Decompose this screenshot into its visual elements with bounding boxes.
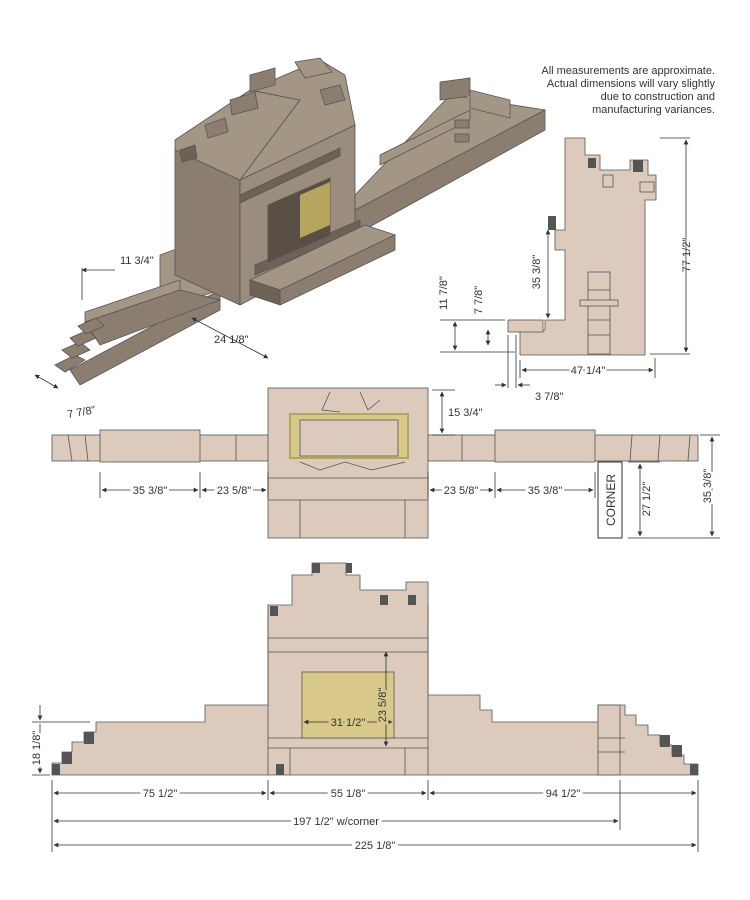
iso-right-wall-step-2 bbox=[469, 89, 511, 119]
side-notch-5 bbox=[639, 181, 655, 193]
plan-dim-right-inner-label: 23 5/8" bbox=[444, 485, 479, 497]
plan-dim-right-outer-label: 35 3/8" bbox=[528, 485, 563, 497]
note-line-3: due to construction and bbox=[601, 91, 715, 103]
iso-firebox-back bbox=[300, 182, 330, 238]
front-dim-left-label: 75 1/2" bbox=[143, 788, 178, 800]
front-notch-2 bbox=[346, 563, 352, 573]
iso-right-end-notch-1 bbox=[454, 119, 470, 129]
iso-crenel-4 bbox=[204, 117, 229, 139]
plan-stone-1 bbox=[321, 391, 341, 413]
front-step-l-1 bbox=[62, 752, 72, 764]
iso-crenel-6 bbox=[179, 144, 198, 163]
note-line-2: Actual dimensions will vary slightly bbox=[547, 78, 716, 90]
side-step bbox=[507, 319, 544, 333]
top-view: CORNER 35 3/8" 23 5/8" 23 5/8" 35 3/8" 1… bbox=[51, 387, 720, 539]
front-notch-5 bbox=[408, 595, 416, 605]
side-dim-step-height-label: 11 7/8" bbox=[438, 276, 450, 310]
iso-crenel-2 bbox=[294, 57, 333, 79]
iso-dim-top-label: 11 3/4" bbox=[120, 255, 154, 267]
front-dim-side-height-label: 18 1/8" bbox=[31, 731, 43, 766]
side-notch-2 bbox=[633, 160, 643, 172]
iso-dim-24-line bbox=[191, 317, 269, 359]
front-corner-block bbox=[597, 704, 621, 776]
iso-crenel-3 bbox=[229, 91, 259, 116]
front-dim-opening-width-label: 31 1/2" bbox=[331, 717, 366, 729]
side-notch-1 bbox=[588, 158, 596, 168]
measurement-note: All measurements are approximate. Actual… bbox=[541, 65, 715, 116]
plan-left-bench bbox=[99, 429, 201, 463]
iso-right-wall-top bbox=[354, 94, 547, 211]
side-view: 77 1/2" 35 3/8" 11 7/8" 7 7/8" 47 1/4" 3… bbox=[438, 137, 693, 403]
front-dim-opening-height-label: 23 5/8" bbox=[377, 688, 389, 723]
plan-dim-corner-depth-label: 27 1/2" bbox=[641, 482, 653, 517]
iso-hearth-side bbox=[249, 279, 281, 306]
front-step-l-2 bbox=[84, 732, 94, 744]
side-dim-base-label: 47 1/4" bbox=[571, 365, 606, 377]
plan-right-bench bbox=[494, 429, 596, 463]
front-dim-total-label: 225 1/8" bbox=[355, 840, 396, 852]
front-notch-7 bbox=[276, 764, 284, 775]
plan-dim-hearth-depth-label: 15 3/4" bbox=[448, 407, 483, 419]
side-notch-3 bbox=[548, 216, 556, 230]
plan-firebox-inner bbox=[299, 419, 399, 457]
side-ladder bbox=[587, 271, 611, 355]
iso-dim-7-line bbox=[34, 374, 59, 389]
plan-seg-5 bbox=[629, 434, 633, 462]
iso-crenel-1 bbox=[249, 67, 276, 93]
front-step-r-2 bbox=[672, 745, 682, 757]
plan-corner-label: CORNER bbox=[604, 474, 618, 526]
side-dim-upper-label: 35 3/8" bbox=[531, 255, 543, 290]
plan-dim-total-depth-label: 35 3/8" bbox=[702, 469, 714, 504]
plan-seg-7 bbox=[687, 434, 691, 462]
iso-right-end-notch-2 bbox=[454, 133, 470, 143]
front-notch-4 bbox=[380, 595, 388, 605]
plan-dim-left-inner-label: 23 5/8" bbox=[217, 485, 252, 497]
side-ledge-plate bbox=[579, 299, 619, 307]
front-dim-w-corner-label: 197 1/2" w/corner bbox=[293, 816, 379, 828]
iso-tower-ledge-1 bbox=[239, 147, 341, 204]
plan-stone-2 bbox=[359, 391, 381, 411]
plan-seg-1 bbox=[67, 434, 73, 462]
front-dim-right-label: 94 1/2" bbox=[546, 788, 581, 800]
side-dim-ledge-label: 7 7/8" bbox=[473, 286, 485, 314]
plan-seg-6 bbox=[657, 434, 661, 462]
front-notch-3 bbox=[270, 606, 278, 616]
plan-corner-piece bbox=[597, 461, 623, 539]
iso-crenel-5 bbox=[319, 84, 346, 106]
side-profile bbox=[519, 137, 657, 356]
side-dim-small-label: 3 7/8" bbox=[535, 391, 563, 403]
front-dim-center-label: 55 1/8" bbox=[331, 788, 366, 800]
plan-dim-left-outer-label: 35 3/8" bbox=[133, 485, 168, 497]
iso-left-step-4 bbox=[77, 317, 105, 335]
iso-dim-depth-label: 24 1/8" bbox=[214, 334, 249, 346]
isometric-view: 11 3/4" 24 1/8" 7 7/8" bbox=[34, 57, 547, 421]
front-step-r-1 bbox=[660, 735, 670, 747]
iso-left-step-3 bbox=[69, 329, 97, 347]
iso-left-step-2 bbox=[61, 341, 91, 359]
side-notch-4 bbox=[602, 174, 614, 188]
iso-left-step-1 bbox=[54, 354, 86, 373]
note-line-1: All measurements are approximate. bbox=[541, 65, 715, 77]
iso-dim-step-label: 7 7/8" bbox=[66, 404, 96, 421]
plan-seg-2 bbox=[84, 434, 89, 462]
note-line-4: manufacturing variances. bbox=[592, 104, 715, 116]
iso-right-wall-step bbox=[439, 77, 471, 101]
iso-right-shelf bbox=[379, 109, 471, 166]
front-notch-8 bbox=[690, 764, 698, 775]
side-dim-total-label: 77 1/2" bbox=[681, 238, 693, 273]
front-firebox-opening bbox=[301, 671, 395, 739]
front-notch-6 bbox=[52, 764, 60, 775]
front-notch-1 bbox=[312, 563, 320, 573]
plan-stone-3 bbox=[299, 461, 406, 471]
front-view: 31 1/2" 23 5/8" 18 1/8" 75 1/2" 55 1/8" … bbox=[29, 562, 699, 855]
